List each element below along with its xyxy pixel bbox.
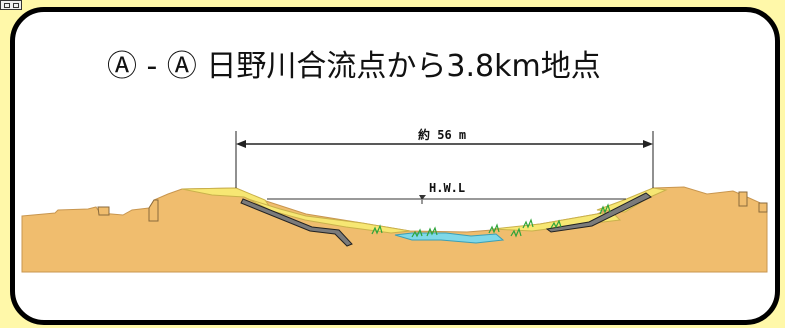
right-step-wall [758,202,768,213]
window-icon [0,0,22,10]
page-title: Ⓐ - Ⓐ 日野川合流点から3.8km地点 [107,49,601,84]
water-level-marker-icon [419,195,426,200]
left-wall [97,206,110,216]
right-width-arrowhead [643,140,653,148]
grass-icon [371,203,611,238]
right-revetment [545,192,652,233]
right-wall [738,191,748,207]
left-berm [247,198,411,234]
left-step-wall [148,199,159,222]
hwl-label: H.W.L [429,181,465,195]
left-revetment [240,198,353,247]
right-berm [492,211,622,232]
left-width-arrowhead [236,140,246,148]
width-label: 約 56 m [418,127,466,142]
